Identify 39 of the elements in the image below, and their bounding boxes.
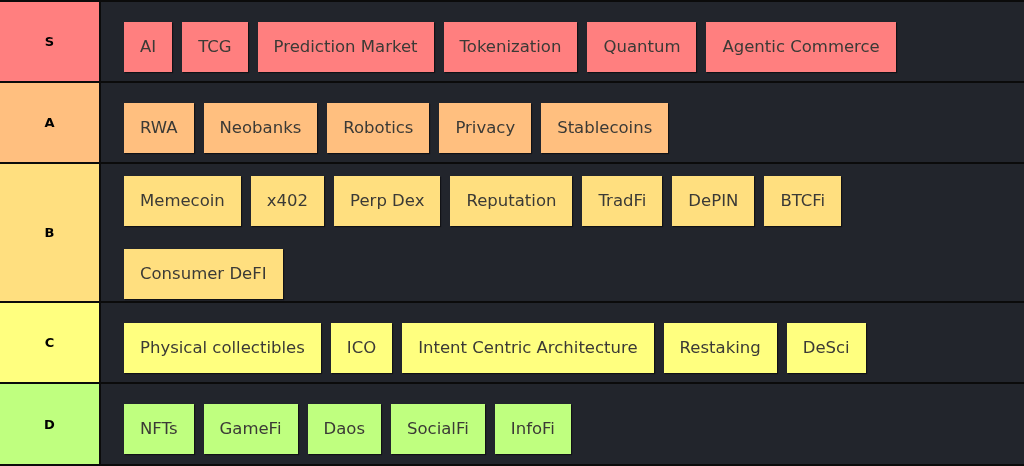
topic-tag: Perp Dex [334, 176, 441, 226]
topic-tag: Quantum [587, 21, 697, 72]
topic-tag: Daos [307, 404, 381, 454]
topic-tag: NFTs [124, 404, 194, 454]
tier-row [0, 384, 1024, 466]
topic-tag: Robotics [327, 102, 430, 153]
topic-tag: Neobanks [203, 102, 318, 153]
tier-label: D [0, 384, 101, 464]
topic-tag: Prediction Market [257, 21, 434, 72]
topic-tag: Consumer DeFI [124, 249, 283, 299]
topic-tag: Intent Centric Architecture [402, 322, 654, 373]
topic-tag: AI [124, 21, 173, 72]
tier-label: A [0, 83, 101, 162]
topic-tag: Privacy [439, 102, 532, 153]
topic-tag: Reputation [450, 176, 573, 226]
topic-tag: Physical collectibles [124, 322, 321, 373]
topic-tag: ICO [330, 322, 393, 373]
topic-tag: Memecoin [124, 176, 241, 226]
topic-tag: DePIN [672, 176, 755, 226]
topic-tag: Stablecoins [541, 102, 669, 153]
topic-tag: GameFi [203, 404, 298, 454]
tier-row [0, 83, 1024, 164]
topic-tag: x402 [250, 176, 325, 226]
tier-label: S [0, 2, 101, 81]
tier-row [0, 303, 1024, 384]
topic-tag: TCG [182, 21, 248, 72]
topic-tag: InfoFi [494, 404, 571, 454]
topic-tag: Agentic Commerce [706, 21, 896, 72]
tier-label: B [0, 164, 101, 301]
topic-tag: RWA [124, 102, 194, 153]
topic-tag: TradFi [582, 176, 663, 226]
topic-tag: Tokenization [443, 21, 578, 72]
topic-tag: BTCFi [764, 176, 842, 226]
topic-tag: Restaking [663, 322, 777, 373]
topic-tag: SocialFi [391, 404, 485, 454]
tier-row [0, 164, 1024, 303]
tier-label: C [0, 303, 101, 382]
topic-tag: DeSci [786, 322, 866, 373]
tier-row [0, 2, 1024, 83]
